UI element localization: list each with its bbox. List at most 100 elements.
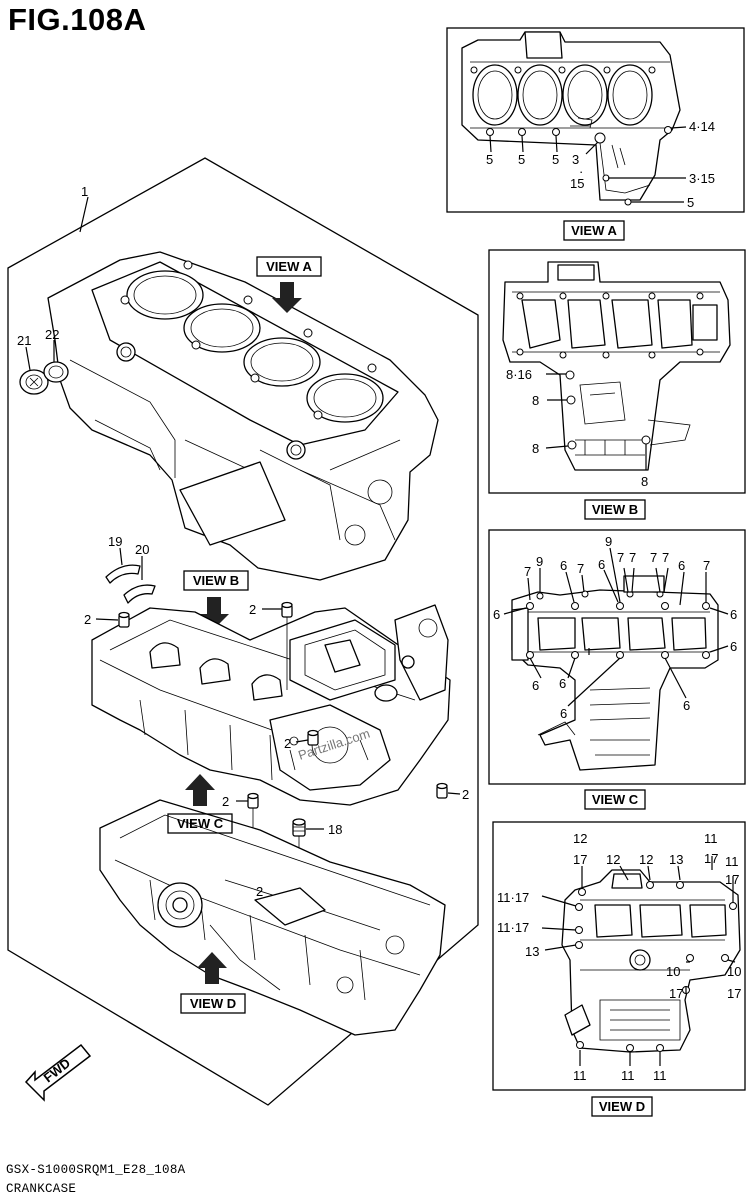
part-label-2-a[interactable]: 2: [84, 612, 91, 627]
view-c-label-6-c[interactable]: 6: [678, 558, 685, 573]
leader-1: [79, 196, 89, 233]
part-label-22[interactable]: 22: [45, 327, 59, 342]
view-d-arrow: [197, 952, 227, 984]
view-c-label-7-d[interactable]: 7: [629, 550, 636, 565]
svg-text:VIEW C: VIEW C: [592, 792, 639, 807]
view-d-label-12-b[interactable]: 12: [606, 852, 620, 867]
dowel-pin-2-a[interactable]: [118, 611, 130, 628]
view-a-label-5-d[interactable]: 5: [687, 195, 694, 210]
lower-crankcase[interactable]: [99, 799, 446, 1036]
view-b-label-8-c[interactable]: 8: [641, 474, 648, 489]
view-d-label-10-b[interactable]: 10: [727, 964, 741, 979]
view-c-label-6-f[interactable]: 6: [730, 639, 737, 654]
dowel-pin-2-b[interactable]: [281, 601, 293, 618]
part-label-2-f[interactable]: 2: [256, 884, 263, 899]
view-d-label-10-a[interactable]: 10: [666, 964, 680, 979]
view-d-label-13-b[interactable]: 13: [525, 944, 539, 959]
bearing-19[interactable]: [105, 564, 141, 584]
view-c-label-6-b[interactable]: 6: [598, 557, 605, 572]
dowel-pin-2-d[interactable]: [436, 782, 448, 799]
view-c-label-7-e[interactable]: 7: [650, 550, 657, 565]
watermark-logo-icon: [289, 736, 299, 746]
view-c-label-7-g[interactable]: 7: [703, 558, 710, 573]
part-label-2-e[interactable]: 2: [222, 794, 229, 809]
view-c-tag: [584, 789, 646, 810]
part-label-2-c[interactable]: 2: [284, 736, 291, 751]
upper-crankcase[interactable]: [47, 251, 439, 581]
view-b-panel: 8·16 8 8 8 VIEW B: [488, 249, 746, 520]
svg-text:VIEW A: VIEW A: [266, 259, 312, 274]
figure-title: FIG.108A: [8, 2, 147, 37]
view-c-label-9-a[interactable]: 9: [536, 554, 543, 569]
dowel-pin-2-e[interactable]: [247, 792, 259, 809]
bearing-20[interactable]: [123, 584, 156, 604]
gasket-22[interactable]: [43, 361, 69, 383]
svg-text:VIEW C: VIEW C: [177, 816, 224, 831]
view-b-label-8-16[interactable]: 8·16: [506, 367, 532, 382]
view-d-label-11-17-b[interactable]: 11·17: [497, 920, 529, 935]
view-b-tag: [584, 499, 646, 520]
view-d-label-11-17-a[interactable]: 11·17: [497, 890, 529, 905]
view-d-label-11-d[interactable]: 11: [621, 1068, 635, 1083]
view-c-label-6-g[interactable]: 6: [532, 678, 539, 693]
plug-21[interactable]: [19, 369, 49, 395]
view-c-label-7-f[interactable]: 7: [662, 550, 669, 565]
view-a-crankcase-top[interactable]: [461, 31, 681, 206]
view-d-tag: [591, 1096, 653, 1117]
part-label-2-d[interactable]: 2: [462, 787, 469, 802]
svg-text:VIEW D: VIEW D: [190, 996, 236, 1011]
view-d-label-13-a[interactable]: 13: [669, 852, 683, 867]
main-view-c-tag: [167, 813, 233, 834]
view-b-label-8-b[interactable]: 8: [532, 441, 539, 456]
view-d-label-12-a[interactable]: 12: [573, 831, 587, 846]
view-d-label-11-b[interactable]: 11: [725, 854, 739, 869]
view-c-label-7-c[interactable]: 7: [617, 550, 624, 565]
part-label-2-b[interactable]: 2: [249, 602, 256, 617]
view-c-frame: [488, 529, 746, 785]
dowel-pin-2-c[interactable]: [307, 729, 319, 746]
view-c-label-6-d[interactable]: 6: [493, 607, 500, 622]
view-a-label-5-c[interactable]: 5: [552, 152, 559, 167]
view-d-label-12-c[interactable]: 12: [639, 852, 653, 867]
view-c-label-6-i[interactable]: 6: [560, 706, 567, 721]
view-d-label-11-e[interactable]: 11: [653, 1068, 667, 1083]
view-a-panel: 5 5 5 3 · 15 4·14 3·15 5 5 VIEW A: [446, 27, 745, 241]
view-d-label-17-d[interactable]: 17: [669, 986, 683, 1001]
view-c-label-9-b[interactable]: 9: [605, 534, 612, 549]
part-label-20[interactable]: 20: [135, 542, 149, 557]
view-a-label-15[interactable]: 15: [570, 176, 584, 191]
part-label-1[interactable]: 1: [81, 184, 88, 199]
view-c-label-6-h[interactable]: 6: [559, 676, 566, 691]
fwd-arrow-icon: [24, 1043, 92, 1102]
view-a-label-5-b[interactable]: 5: [518, 152, 525, 167]
view-c-label-6-e[interactable]: 6: [730, 607, 737, 622]
view-d-frame: [492, 821, 746, 1091]
view-c-label-6-j[interactable]: 6: [683, 698, 690, 713]
view-d-label-17-b[interactable]: 17: [704, 851, 718, 866]
view-c-arrow: [185, 774, 215, 806]
svg-text:VIEW A: VIEW A: [571, 223, 617, 238]
view-c-label-6-a[interactable]: 6: [560, 558, 567, 573]
view-a-label-3-15[interactable]: 3·15: [689, 171, 715, 186]
view-d-label-11-a[interactable]: 11: [704, 831, 718, 846]
view-a-arrow: [272, 282, 302, 313]
view-a-label-5-a[interactable]: 5: [486, 152, 493, 167]
view-c-label-7-b[interactable]: 7: [577, 561, 584, 576]
view-d-label-17-a[interactable]: 17: [573, 852, 587, 867]
view-b-crankcase-bottom[interactable]: [502, 261, 731, 471]
view-b-label-8-a[interactable]: 8: [532, 393, 539, 408]
part-label-19[interactable]: 19: [108, 534, 122, 549]
part-label-21[interactable]: 21: [17, 333, 31, 348]
view-d-lower-case[interactable]: [561, 869, 741, 1053]
oil-jet-18[interactable]: [292, 818, 306, 837]
view-c-middle-case[interactable]: [511, 575, 719, 771]
view-d-label-11-c[interactable]: 11: [573, 1068, 587, 1083]
view-a-tag: [563, 220, 625, 241]
view-a-label-4-14[interactable]: 4·14: [689, 119, 715, 134]
view-c-label-7-a[interactable]: 7: [524, 564, 531, 579]
middle-crankcase[interactable]: [91, 604, 451, 806]
part-label-18[interactable]: 18: [328, 822, 342, 837]
view-d-label-17-c[interactable]: 17: [725, 872, 739, 887]
view-a-label-3[interactable]: 3: [572, 152, 579, 167]
view-d-label-17-e[interactable]: 17: [727, 986, 741, 1001]
